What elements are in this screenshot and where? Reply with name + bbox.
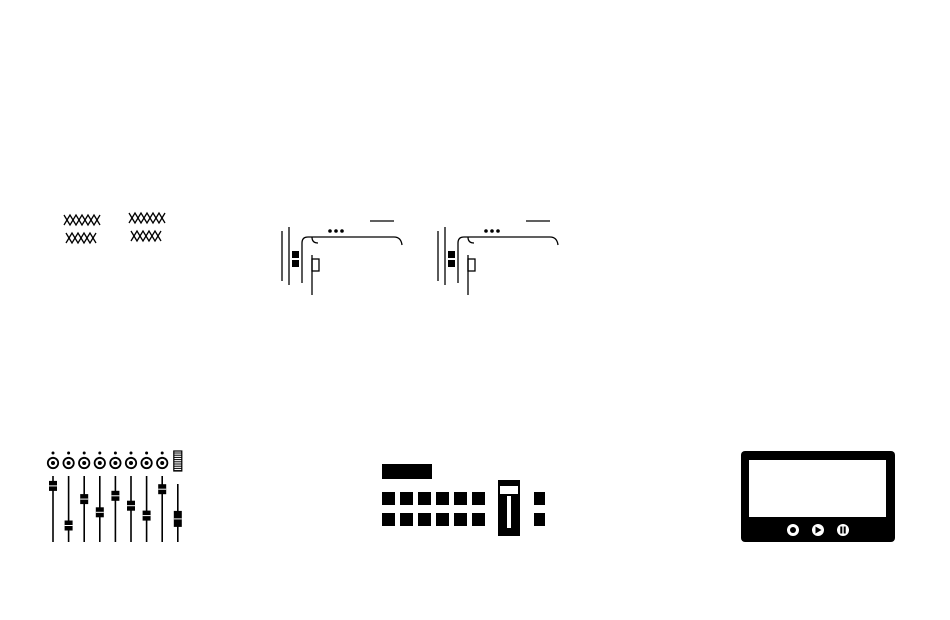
device-outline-icon	[281, 220, 403, 295]
switcher-button	[454, 513, 467, 526]
switcher-button	[534, 513, 545, 526]
switcher-button	[418, 492, 431, 505]
record-icon	[787, 524, 799, 536]
switcher-button	[382, 492, 395, 505]
crossed-wires-icon	[63, 213, 101, 245]
device-outline-icon	[437, 220, 559, 295]
switcher-button	[472, 492, 485, 505]
switcher-button	[400, 513, 413, 526]
switcher-button	[400, 492, 413, 505]
crossed-wires-icon	[128, 211, 166, 243]
switcher-button	[454, 492, 467, 505]
switcher-button	[534, 492, 545, 505]
audio-mixer-icon	[46, 450, 183, 542]
media-monitor-icon	[741, 451, 895, 542]
pause-icon	[837, 524, 849, 536]
switcher-button	[418, 513, 431, 526]
switcher-button	[436, 492, 449, 505]
switcher-button	[382, 513, 395, 526]
video-switcher-icon	[382, 464, 545, 536]
play-icon	[812, 524, 824, 536]
switcher-button	[436, 513, 449, 526]
preview-display	[382, 464, 432, 479]
switcher-button	[472, 513, 485, 526]
